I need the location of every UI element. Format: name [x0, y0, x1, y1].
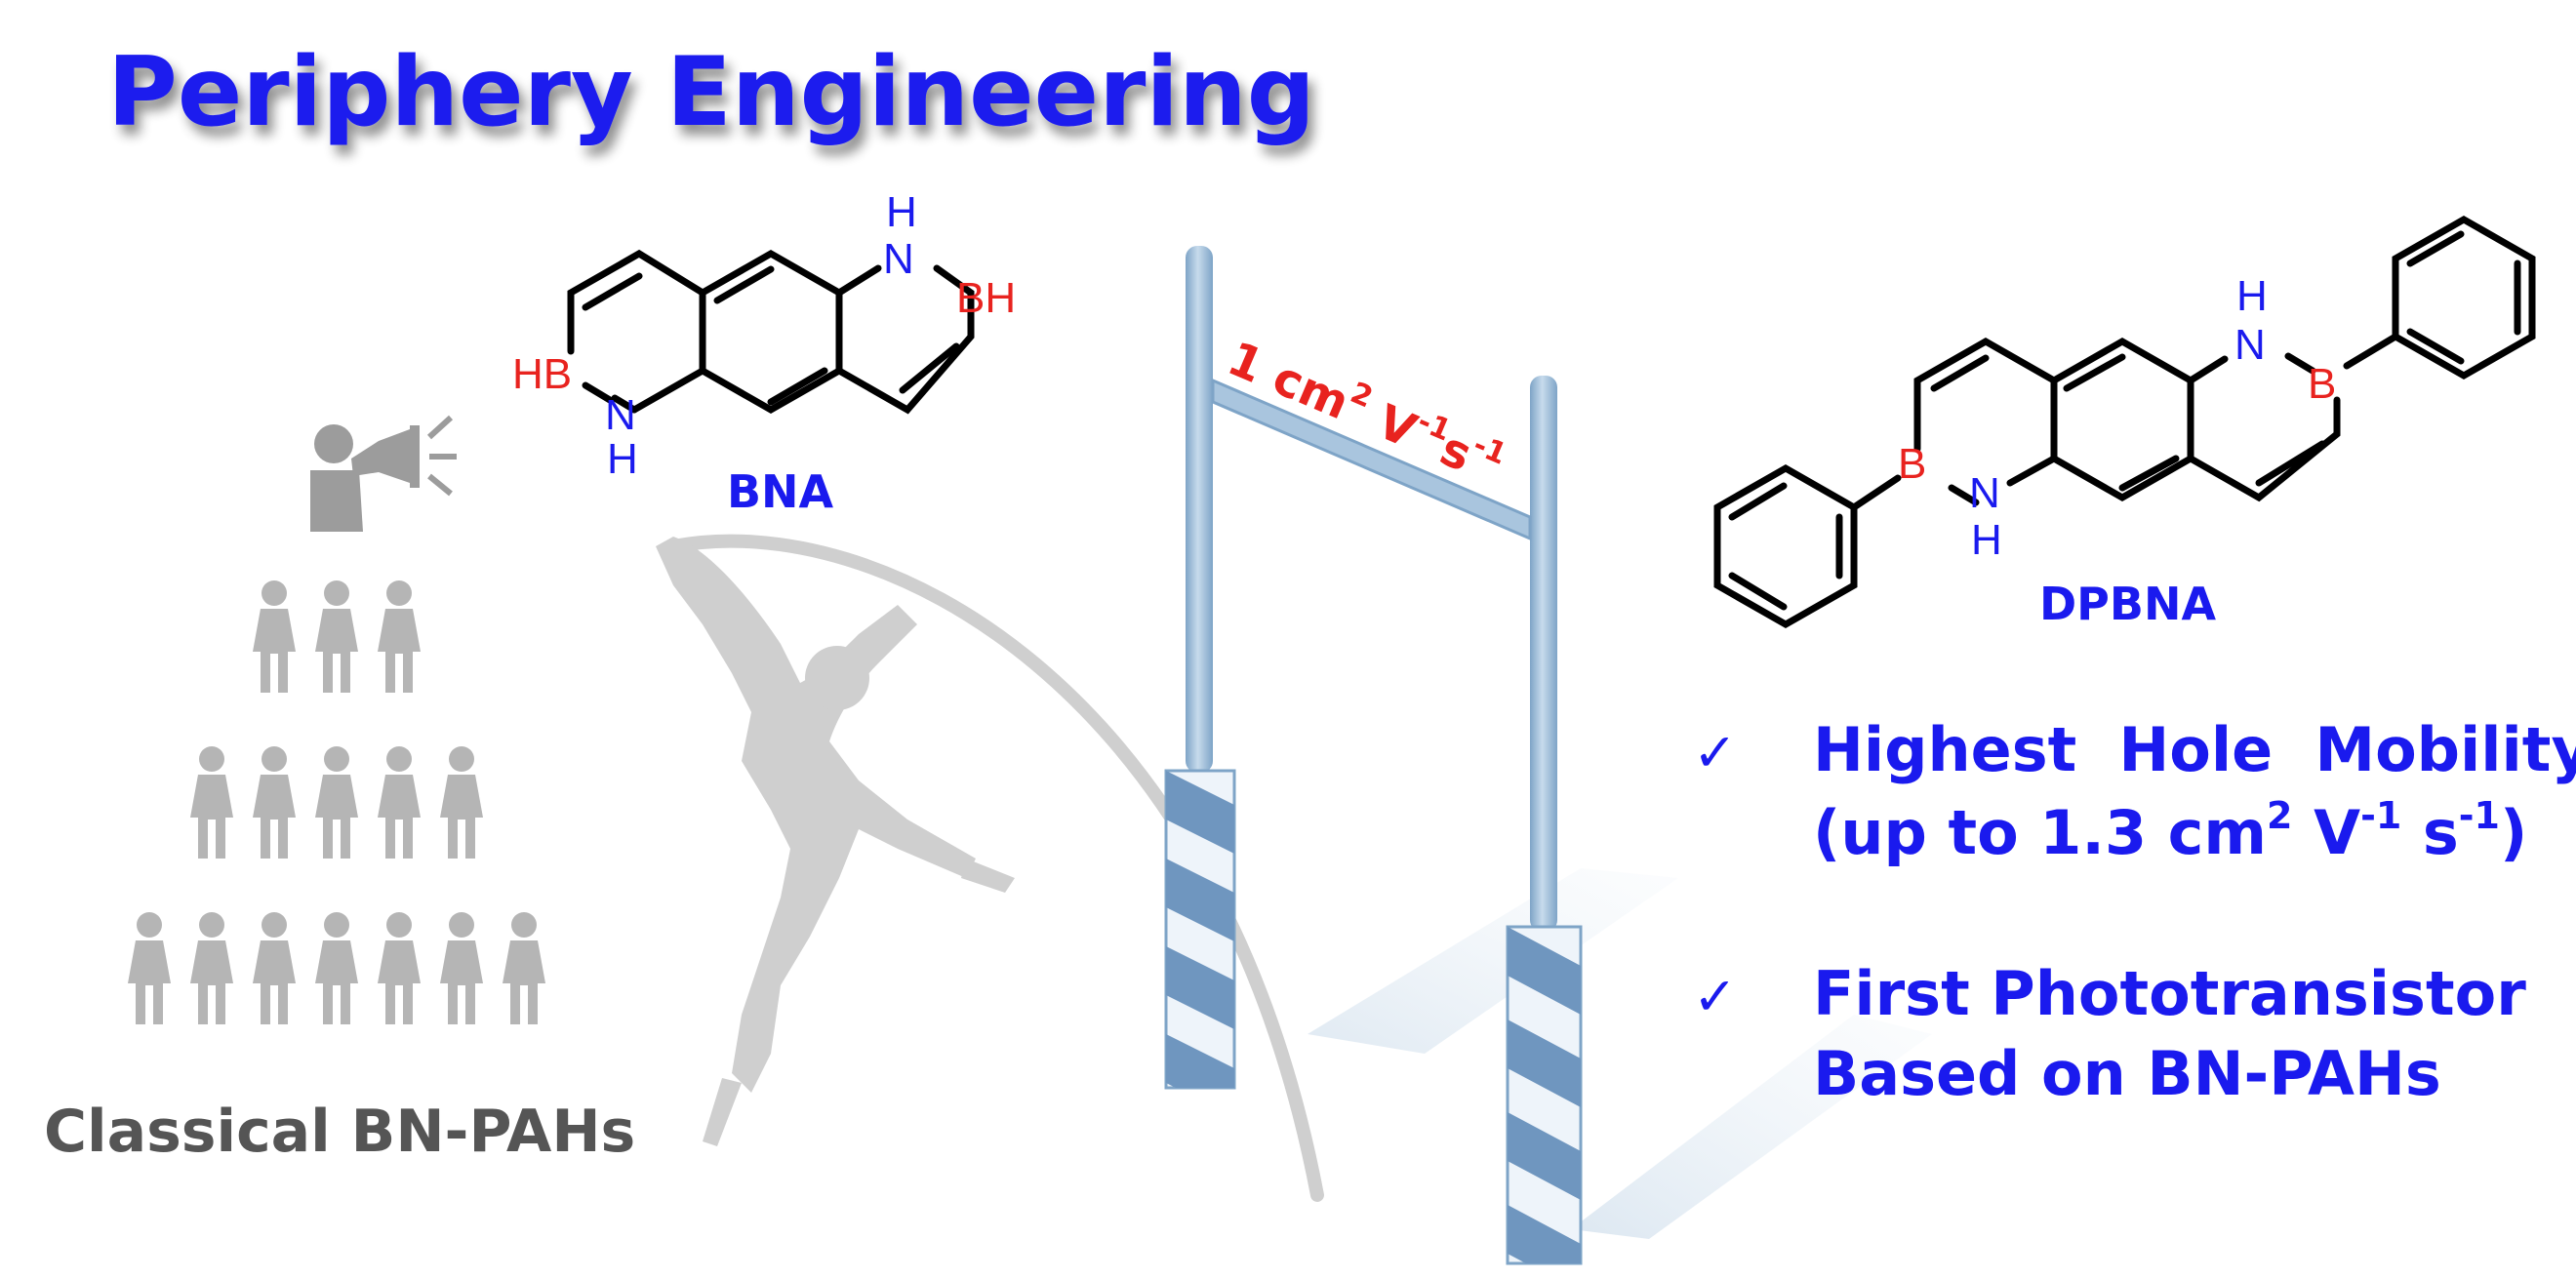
- crowd-person: [190, 746, 233, 859]
- bullet-1-line1: Highest Hole Mobility: [1813, 714, 2576, 785]
- dpbna-atoms: B N H N H B: [1898, 272, 2336, 564]
- crowd-person: [253, 912, 296, 1024]
- crowd-person: [503, 912, 545, 1024]
- bullet-2-line1: First Phototransistor: [1813, 958, 2526, 1029]
- pole-vaulter-figure: [656, 534, 1324, 1202]
- bullet-1-check: ✓: [1693, 722, 1737, 783]
- megaphone-icon: [310, 415, 457, 532]
- bna-atom-bh: BH: [956, 274, 1016, 322]
- dpbna-atom-h-left: H: [1971, 516, 2002, 564]
- bna-label: BNA: [727, 465, 834, 518]
- bna-atom-n-right: N: [883, 235, 914, 283]
- crowd-person: [378, 746, 421, 859]
- bna-atoms: HB N H N H BH: [512, 188, 1016, 483]
- crowd-person: [315, 746, 358, 859]
- dpbna-label: DPBNA: [2039, 578, 2216, 630]
- crowd-person: [440, 912, 483, 1024]
- crowd-person: [378, 912, 421, 1024]
- crowd-pyramid: [128, 580, 545, 1024]
- bullet-2: ✓ First Phototransistor Based on BN-PAHs: [1693, 958, 2526, 1109]
- bna-atom-n-left: N: [605, 391, 636, 439]
- classical-caption: Classical BN-PAHs: [44, 1098, 635, 1166]
- bullet-2-line2: Based on BN-PAHs: [1813, 1038, 2441, 1109]
- crowd-person: [253, 580, 296, 693]
- crowd-person: [315, 912, 358, 1024]
- crowd-person: [440, 746, 483, 859]
- speaker-figure: [310, 415, 457, 532]
- dpbna-atom-b-left: B: [1898, 440, 1926, 488]
- dpbna-structure: [1713, 215, 2536, 629]
- bna-structure: [567, 249, 975, 415]
- dpbna-atom-b-right: B: [2308, 360, 2336, 408]
- dpbna-atom-n-left: N: [1969, 469, 2000, 517]
- bullet-1: ✓ Highest Hole Mobility (up to 1.3 cm2 V…: [1693, 714, 2576, 868]
- bullet-1-line2: (up to 1.3 cm2 V-1 s-1): [1813, 794, 2527, 868]
- bna-atom-hb: HB: [512, 350, 572, 398]
- crowd-person: [315, 580, 358, 693]
- crowd-person: [378, 580, 421, 693]
- dpbna-atom-h-right: H: [2236, 272, 2268, 320]
- high-jump-stand: 1 cm2 V-1s-1: [1164, 246, 1932, 1265]
- bullet-2-check: ✓: [1693, 966, 1737, 1027]
- crowd-person: [190, 912, 233, 1024]
- bna-atom-h-left: H: [607, 435, 638, 483]
- page-title: Periphery Engineering: [107, 37, 1315, 148]
- crowd-person: [253, 746, 296, 859]
- bna-atom-h-right: H: [886, 188, 917, 236]
- crowd-person: [128, 912, 171, 1024]
- dpbna-atom-n-right: N: [2234, 321, 2266, 369]
